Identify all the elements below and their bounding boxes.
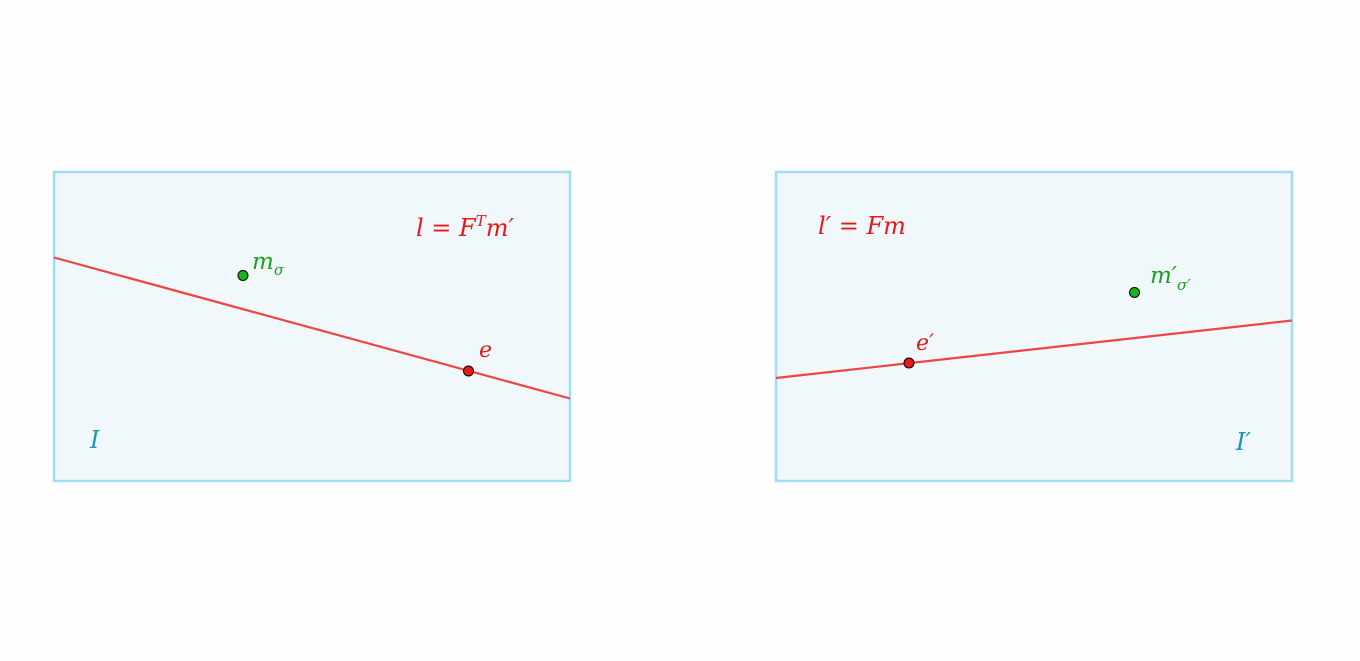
left-epipole-label: e: [479, 338, 492, 363]
left-line-label: l = FTm′: [416, 212, 514, 242]
left-epipolar-line: [53, 256, 571, 400]
left-epipole-e: [463, 365, 474, 377]
right-point-m-prime-sigma-prime: [1129, 287, 1140, 298]
right-image-label: I′: [1235, 428, 1251, 456]
left-point-m-sigma: [237, 270, 249, 281]
right-epipole-e-prime: [903, 357, 915, 369]
right-image-frame: [774, 170, 1294, 483]
right-image-panel: l′ = Fm m′σ′ e′ I′: [774, 170, 1294, 483]
right-line-label: l′ = Fm: [818, 212, 906, 240]
left-point-label: mσ: [252, 249, 285, 279]
left-image-panel: l = FTm′ mσ e I: [52, 170, 572, 483]
left-image-label: I: [89, 426, 100, 454]
right-epipolar-line: [775, 319, 1293, 380]
right-epipole-label: e′: [916, 331, 934, 356]
right-point-label: m′σ′: [1150, 263, 1191, 294]
left-image-frame: [52, 170, 572, 483]
